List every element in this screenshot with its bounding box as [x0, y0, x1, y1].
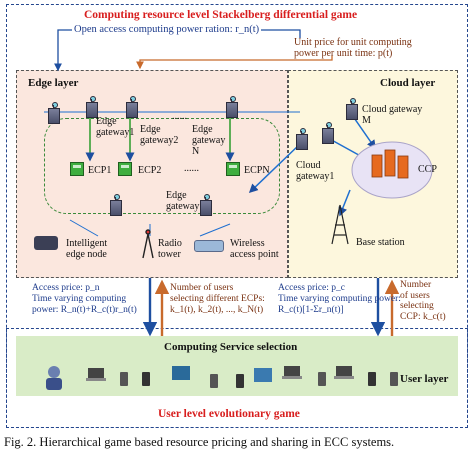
ecpN-label: ECPN: [244, 165, 270, 176]
user-level-frame: [6, 328, 468, 428]
edge-gateway2-label: Edge gateway2: [140, 124, 179, 146]
ccp-users-line3: selecting: [400, 301, 434, 311]
edge-layer-panel: [16, 70, 288, 278]
cloud-gateway-m-label: Cloud gateway M: [362, 104, 423, 126]
cloud-gateway-icon: [296, 128, 308, 150]
base-station-icon: [331, 204, 349, 245]
edge-gateway-icon: [200, 194, 212, 216]
cloud-gateway1-label: Cloud gateway1: [296, 160, 335, 182]
ccp-users-line4: CCP: k_c(t): [400, 311, 446, 322]
ecp-icon: [70, 162, 84, 176]
edge-tv-formula: power: R_n(t)+R_c(t)r_n(t): [32, 305, 137, 315]
edge-layer-label: Edge layer: [28, 77, 79, 89]
cloud-gateway-icon: [346, 98, 358, 120]
ccp-users-line1: Number: [400, 280, 432, 290]
edge-gateway-icon: [126, 96, 138, 118]
ecp-users-line1: Number of users: [170, 283, 234, 293]
bottom-game-title: User level evolutionary game: [158, 408, 300, 420]
edge-gateway1-label: Edge gateway1: [96, 116, 135, 138]
edge-node-icon: [34, 236, 58, 250]
edge-gateway-icon: [86, 96, 98, 118]
ecp2-label: ECP2: [138, 165, 162, 176]
ecp1-label: ECP1: [88, 165, 112, 176]
ccp-users-line2: of users: [400, 290, 430, 301]
figure-caption: Fig. 2. Hierarchical game based resource…: [4, 435, 395, 449]
open-access-label: Open access computing power ration: r_n(…: [72, 24, 262, 36]
edge-gateway-bottom-label: Edge gateway: [166, 190, 200, 212]
access-point-icon: [194, 240, 224, 252]
radio-tower-label: Radio tower: [158, 238, 182, 260]
top-game-title: Computing resource level Stackelberg dif…: [84, 9, 358, 21]
cloud-gateway-icon: [322, 122, 334, 144]
ccp-users-info: Number of users selecting CCP: k_c(t): [400, 280, 446, 322]
cloud-access-price: Access price: p_c: [278, 283, 345, 293]
edge-gatewayN-label: Edge gateway N: [192, 124, 226, 157]
ecp-users-line2: selecting different ECPs:: [170, 294, 265, 304]
unit-price-label-2: power per unit time: p(t): [294, 48, 393, 59]
cloud-price-info: Access price: p_c Time varying computing…: [278, 283, 401, 316]
gateway-dots: ......: [172, 111, 187, 122]
cloud-layer-label: Cloud layer: [380, 77, 436, 89]
edge-gateway-icon: [110, 194, 122, 216]
edge-gateway-icon: [48, 102, 60, 124]
user-layer-label: User layer: [400, 373, 449, 385]
ecp-icon: [118, 162, 132, 176]
radio-tower-icon: [142, 229, 154, 259]
wireless-access-point-label: Wireless access point: [230, 238, 279, 260]
service-selection-label: Computing Service selection: [164, 341, 298, 353]
ecp-icon: [226, 162, 240, 176]
ecp-dots: ......: [184, 163, 199, 174]
ecp-users-line3: k_1(t), k_2(t), ..., k_N(t): [170, 305, 264, 315]
edge-price-info: Access price: p_n Time varying computing…: [32, 283, 137, 316]
ecp-users-info: Number of users selecting different ECPs…: [170, 283, 265, 316]
edge-tv-label: Time varying computing: [32, 294, 127, 304]
cloud-tv-label: Time varying computing power:: [278, 294, 401, 304]
ecp-dashed-loop: [44, 118, 280, 214]
ccp-label: CCP: [418, 164, 437, 175]
intelligent-edge-node-label: Intelligent edge node: [66, 238, 108, 260]
user-devices: [46, 366, 398, 390]
cloud-tv-formula: R_c(t)[1-Σr_n(t)]: [278, 305, 344, 315]
edge-access-price: Access price: p_n: [32, 283, 100, 293]
edge-gateway-icon: [226, 96, 238, 118]
unit-price-label-1: Unit price for unit computing: [294, 37, 412, 48]
base-station-label: Base station: [356, 237, 405, 248]
